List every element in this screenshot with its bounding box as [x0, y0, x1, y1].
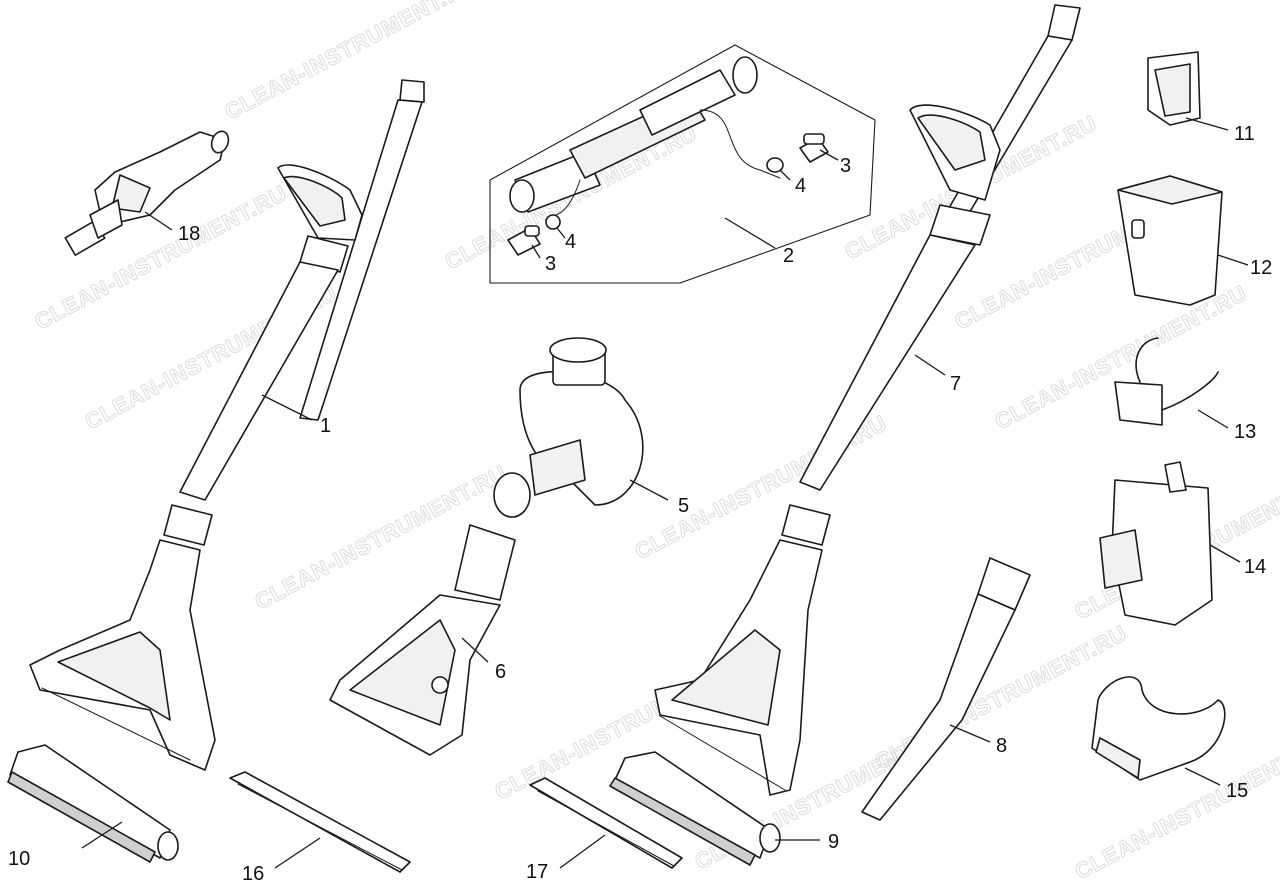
leader-lines: [81, 117, 1249, 869]
part-5-adapter: [493, 337, 644, 518]
leader-14: [1209, 544, 1241, 563]
part-4-seal-upper: [766, 157, 784, 173]
leader-10: [81, 821, 123, 849]
part-16-guide-rail: [229, 771, 411, 873]
part-17-guide-rail: [529, 777, 683, 869]
callout-5: 5: [678, 495, 689, 517]
callout-3-upper: 3: [840, 155, 851, 177]
part-12-container: [1117, 175, 1223, 306]
part-9-squeegee-insert: [609, 751, 781, 866]
callout-10: 10: [8, 848, 30, 870]
callout-7: 7: [950, 373, 961, 395]
leader-4a: [779, 169, 791, 181]
callout-4-lower: 4: [565, 231, 576, 253]
part-1-floor-nozzle-wand: [29, 79, 425, 771]
leader-6: [461, 637, 489, 663]
part-15-saddle: [1091, 676, 1226, 781]
leader-15: [1184, 767, 1221, 786]
callout-3-lower: 3: [545, 253, 556, 275]
leader-3a: [819, 149, 839, 161]
part-8-crevice-nozzle: [861, 557, 1031, 821]
callout-15: 15: [1226, 780, 1248, 802]
leader-7: [914, 354, 946, 376]
callout-16: 16: [242, 863, 264, 885]
callout-18: 18: [178, 223, 200, 245]
part-3-coupling-upper: [799, 133, 829, 163]
part-6-upholstery-nozzle: [329, 524, 516, 756]
leader-11: [1185, 117, 1229, 131]
callout-labels: 1 2 3 3 4 4 5 6 7 8 9 10 11 12 13 14 15 …: [8, 123, 1272, 885]
part-13-hook: [1114, 337, 1219, 426]
part-4-seal-lower: [545, 214, 561, 230]
leader-8: [949, 724, 991, 743]
part-18-hand-nozzle: [64, 130, 230, 256]
part-14-holder: [1099, 461, 1213, 626]
leader-5: [629, 479, 669, 501]
leader-3b: [531, 244, 541, 259]
callout-14: 14: [1244, 556, 1266, 578]
leader-12: [1217, 254, 1249, 266]
watermark-3: CLEAN-INSTRUMENT.RU: [221, 0, 482, 124]
leader-4b: [556, 227, 566, 239]
callout-9: 9: [828, 831, 839, 853]
leader-1: [261, 394, 313, 421]
leader-18: [144, 211, 173, 231]
callout-12: 12: [1250, 257, 1272, 279]
leader-16: [274, 837, 321, 869]
callout-4-upper: 4: [795, 175, 806, 197]
callout-2: 2: [783, 245, 794, 267]
callout-13: 13: [1234, 421, 1256, 443]
callout-6: 6: [495, 661, 506, 683]
callout-1: 1: [320, 415, 331, 437]
callout-11: 11: [1234, 123, 1255, 145]
part-2-hose-assembly: [489, 44, 876, 284]
leader-2: [724, 217, 776, 249]
callout-17: 17: [526, 861, 548, 883]
part-3-coupling-lower: [507, 225, 541, 256]
part-11-clip: [1147, 51, 1201, 126]
part-10-squeegee-insert: [7, 744, 179, 863]
part-7-floor-nozzle-wand: [654, 4, 1081, 796]
leader-13: [1197, 409, 1229, 429]
callout-8: 8: [996, 735, 1007, 757]
leader-17: [559, 834, 606, 869]
